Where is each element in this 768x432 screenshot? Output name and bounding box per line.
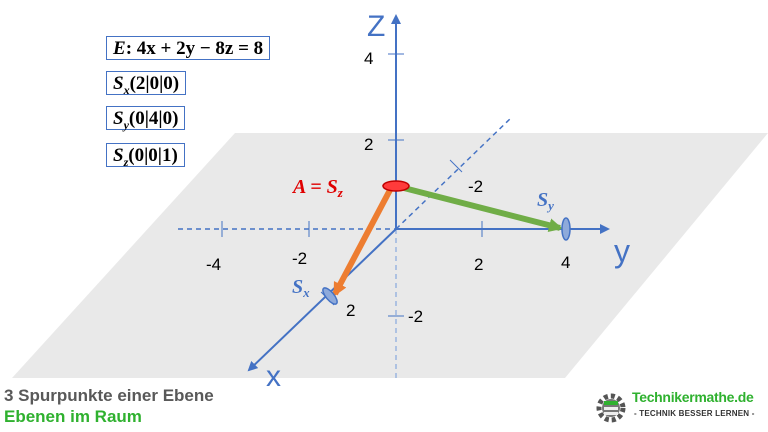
arrow-a-to-sx xyxy=(332,188,393,297)
x-axis xyxy=(247,228,397,372)
sx-box: Sx(2|0|0) xyxy=(106,71,187,97)
label-a-equals-sz: A = Sz xyxy=(291,176,344,200)
sz-box: Sz(0|0|1) xyxy=(106,143,185,169)
sx-coords: (2|0|0) xyxy=(129,73,180,94)
x-axis-name: x xyxy=(266,360,281,393)
x-tick-label-neg2: -2 xyxy=(468,177,483,196)
sy-coords: (0|4|0) xyxy=(128,108,179,129)
y-tick-label-2: 2 xyxy=(474,255,483,274)
plane-equation-box: E: 4x + 2y − 8z = 8 xyxy=(106,36,271,60)
sz-s: S xyxy=(113,145,124,166)
point-a-sz xyxy=(382,180,410,192)
sy-sub: y xyxy=(123,117,129,132)
label-sx: Sx xyxy=(292,276,310,300)
logo-title: Technikermathe.de xyxy=(632,389,754,405)
sx-s: S xyxy=(113,73,124,94)
plane-surface xyxy=(12,133,768,378)
footer-subtitle: Ebenen im Raum xyxy=(4,407,142,426)
label-sy: Sy xyxy=(537,189,554,213)
label-sy-sub: y xyxy=(546,198,554,213)
point-sx xyxy=(322,287,338,305)
label-a-sub: z xyxy=(337,185,344,200)
y-axis-name: y xyxy=(614,233,630,269)
y-tick-label-neg4: -4 xyxy=(206,255,221,274)
brand-logo: Technikermathe.de - TECHNIK BESSER LERNE… xyxy=(592,388,764,428)
z-axis-name: z xyxy=(367,10,385,43)
z-tick-label-neg2: -2 xyxy=(408,307,423,326)
tick-x-neg2 xyxy=(449,159,463,173)
label-sx-sub: x xyxy=(302,285,310,300)
x-tick-label-2: 2 xyxy=(346,301,355,320)
gear-icon xyxy=(596,393,626,423)
arrow-a-to-sy xyxy=(399,184,563,233)
sz-coords: (0|0|1) xyxy=(128,145,178,166)
y-tick-label-neg2: -2 xyxy=(292,249,307,268)
sz-sub: z xyxy=(123,154,129,169)
sx-sub: x xyxy=(123,82,130,97)
footer-title: 3 Spurpunkte einer Ebene xyxy=(4,386,214,405)
z-tick-label-4: 4 xyxy=(364,49,373,68)
sy-s: S xyxy=(113,108,124,129)
label-a-text: A = xyxy=(291,176,327,198)
logo-subtitle: - TECHNIK BESSER LERNEN - xyxy=(634,409,755,418)
plane-equation-rest: : 4x + 2y − 8z = 8 xyxy=(125,38,264,59)
sy-box: Sy(0|4|0) xyxy=(106,106,186,132)
label-a-s: S xyxy=(327,176,338,198)
label-sy-s: S xyxy=(537,189,548,211)
plane-prefix: E xyxy=(113,38,126,59)
label-sx-s: S xyxy=(292,276,303,298)
y-tick-label-4: 4 xyxy=(561,253,570,272)
point-sy xyxy=(561,217,571,241)
z-tick-label-2: 2 xyxy=(364,135,373,154)
